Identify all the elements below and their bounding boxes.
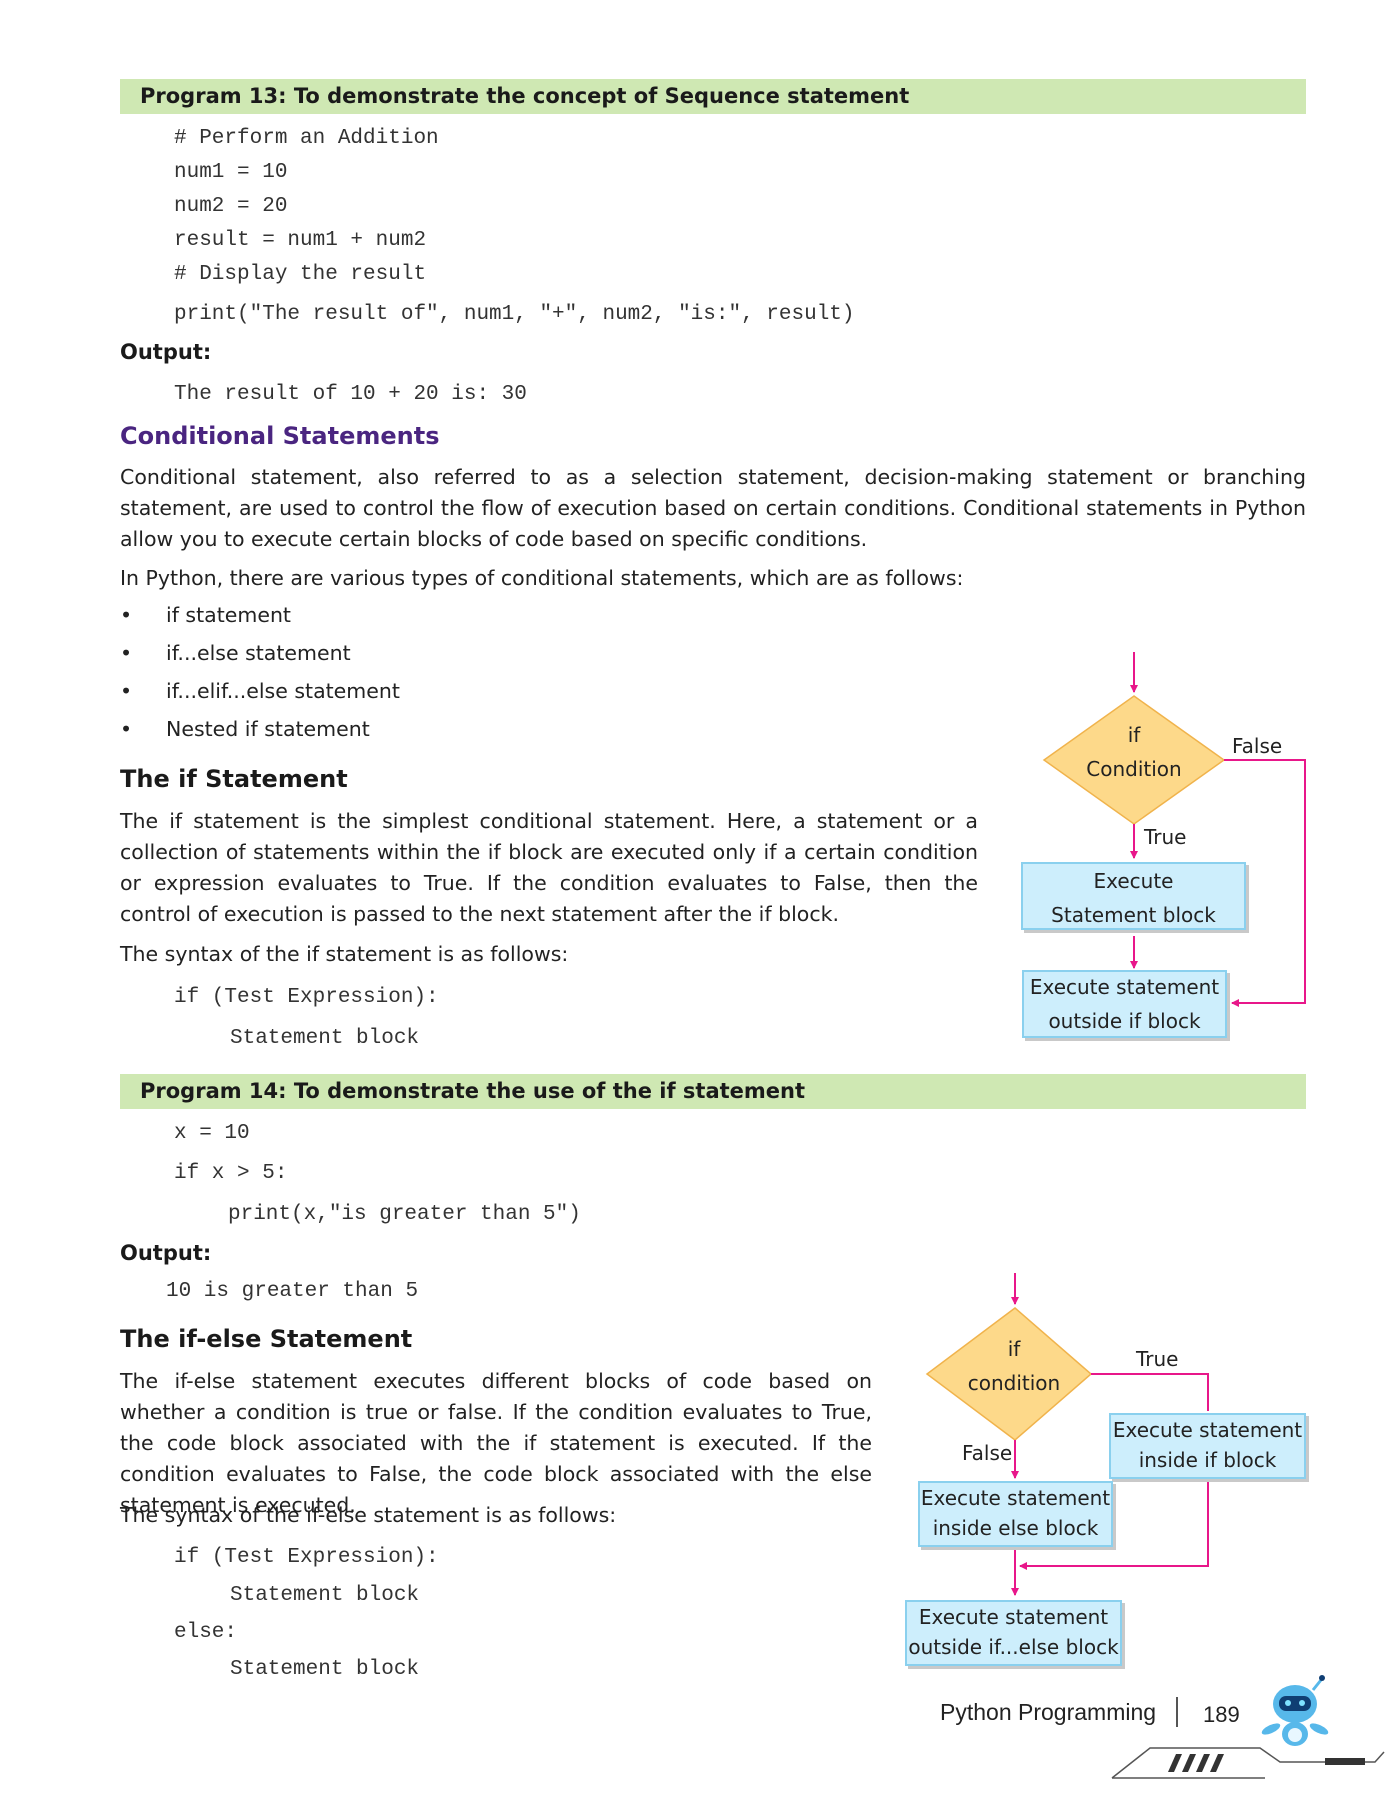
if-flowchart [1042, 652, 1306, 1007]
paragraph: Conditional statement, also referred to … [120, 465, 1306, 551]
output-text: The result of 10 + 20 is: 30 [174, 383, 527, 406]
paragraph: In Python, there are various types of co… [120, 566, 964, 590]
paragraph: The if-else statement executes different… [120, 1369, 872, 1517]
syntax-line: Statement block [230, 1584, 420, 1607]
list-item: •if...else statement [120, 641, 351, 665]
code-line: print("The result of", num1, "+", num2, … [174, 303, 855, 326]
list-item: •Nested if statement [120, 717, 370, 741]
condition-label: Condition [1086, 757, 1182, 781]
robot-mascot-icon [1261, 1675, 1329, 1746]
section-heading: Conditional Statements [120, 422, 440, 450]
program-13-banner: Program 13: To demonstrate the concept o… [120, 79, 1306, 114]
output-label: Output: [120, 340, 212, 364]
if-block-box: Execute statement inside if block [1109, 1413, 1306, 1479]
code-line: x = 10 [174, 1122, 250, 1145]
code-line: if x > 5: [174, 1162, 288, 1185]
execute-block-box: Execute Statement block [1021, 862, 1246, 930]
section-heading: The if-else Statement [120, 1325, 413, 1353]
code-line: # Display the result [174, 263, 427, 286]
paragraph: The syntax of the if-else statement is a… [120, 1503, 617, 1527]
outside-if-else-box: Execute statement outside if...else bloc… [905, 1600, 1122, 1666]
syntax-line: Statement block [230, 1658, 420, 1681]
code-line: num2 = 20 [174, 195, 288, 218]
syntax-line: else: [174, 1621, 238, 1644]
condition-label: condition [967, 1371, 1061, 1395]
list-item: •if statement [120, 603, 291, 627]
footer-divider [1176, 1697, 1178, 1727]
paragraph: The if statement is the simplest conditi… [120, 809, 978, 926]
paragraph: The syntax of the if statement is as fol… [120, 942, 569, 966]
code-line: result = num1 + num2 [174, 229, 427, 252]
code-line: # Perform an Addition [174, 127, 439, 150]
outside-block-box: Execute statement outside if block [1022, 970, 1227, 1038]
output-label: Output: [120, 1241, 212, 1265]
true-line [1091, 1373, 1209, 1411]
false-label: False [962, 1441, 1013, 1465]
footer-decoration [1111, 1747, 1385, 1779]
condition-label: if [1127, 723, 1141, 747]
else-block-box: Execute statement inside else block [918, 1481, 1113, 1547]
page-number: 189 [1203, 1702, 1240, 1727]
syntax-line: Statement block [230, 1027, 420, 1050]
code-line: print(x,"is greater than 5") [228, 1203, 581, 1226]
false-label: False [1232, 734, 1283, 758]
output-text: 10 is greater than 5 [166, 1280, 419, 1303]
list-item: •if...elif...else statement [120, 679, 400, 703]
false-arrow [1224, 759, 1306, 1007]
condition-label: if [1007, 1337, 1021, 1361]
true-label: True [1144, 825, 1187, 849]
section-heading: The if Statement [120, 765, 348, 793]
code-line: num1 = 10 [174, 161, 288, 184]
syntax-line: if (Test Expression): [174, 986, 439, 1009]
true-label: True [1136, 1347, 1179, 1371]
book-title: Python Programming [940, 1699, 1157, 1725]
merge-arrow [1019, 1479, 1209, 1570]
syntax-line: if (Test Expression): [174, 1546, 439, 1569]
program-14-banner: Program 14: To demonstrate the use of th… [120, 1074, 1306, 1109]
if-else-flowchart [925, 1273, 1209, 1596]
